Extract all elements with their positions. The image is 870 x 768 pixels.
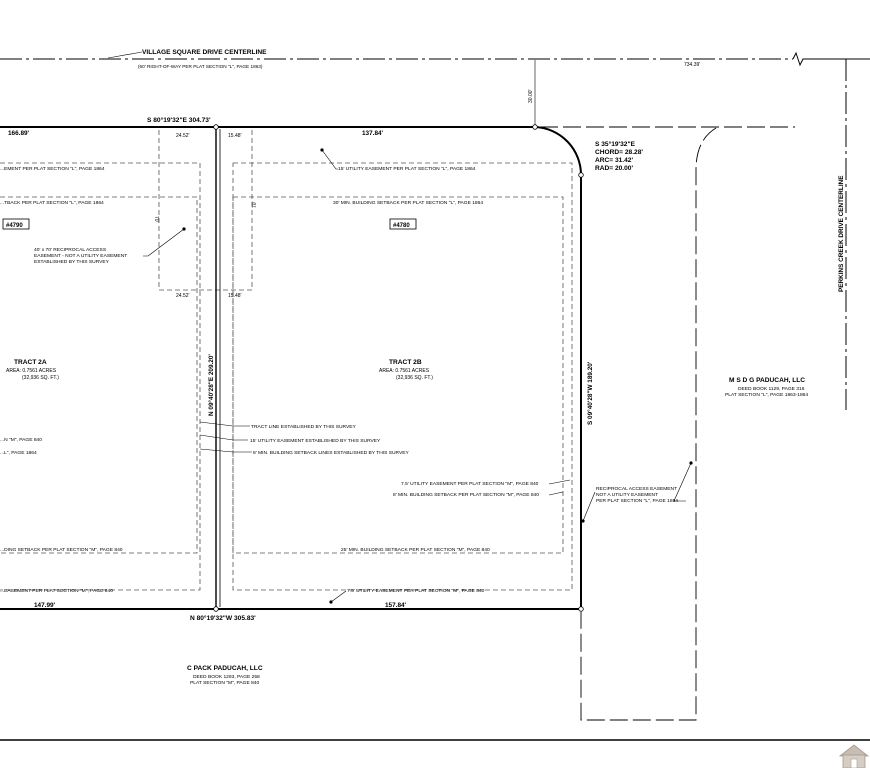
cpack-deed: DEED BOOK 1293, PAGE 258 (193, 674, 260, 680)
reciprocal-easement-note-3: PER PLAT SECTION "L", PAGE 1864 (596, 498, 678, 504)
west-l-1864-note: ...L", PAGE 1864 (0, 450, 37, 456)
west-setback-note: ...TBACK PER PLAT SECTION "L", PAGE 1864 (0, 200, 104, 206)
tract-2b-tag: #4780 (389, 218, 417, 230)
leader-line (199, 448, 252, 453)
corner-pin (213, 124, 219, 130)
leader-line (143, 228, 185, 257)
leader-line (582, 491, 596, 522)
east-setback-bottom-note: 25' MIN. BUILDING SETBACK PER PLAT SECTI… (341, 547, 490, 553)
village-square-label: VILLAGE SQUARE DRIVE CENTERLINE (142, 49, 267, 56)
east-line-bearing: S 09°40'28"W 189.20' (586, 361, 594, 425)
access-easement-note-1: 40' x 70' RECIPROCAL ACCESS (34, 247, 107, 253)
cpack-owner-name: C PACK PADUCAH, LLC (187, 665, 263, 672)
easement-width-east-bottom: 15.48' (228, 293, 242, 299)
north-distance-2b: 137.84' (362, 130, 384, 137)
east-utility-bottom-note: 7.5' UTILITY EASEMENT PER PLAT SECTION "… (347, 588, 485, 594)
tract-2b-sqft: (32,936 SQ. FT.) (396, 375, 433, 381)
north-line-bearing: S 80°19'32"E 304.73' (147, 116, 211, 124)
easement-width-east-top: 15.48' (228, 133, 242, 139)
corner-pin (578, 606, 584, 612)
leader-dot (182, 227, 186, 231)
middle-line-bearing: N 09°40'28"E 209.20' (207, 354, 215, 416)
south-distance-2b: 157.84' (385, 602, 407, 609)
east-setback-note: 30' MIN. BUILDING SETBACK PER PLAT SECTI… (333, 200, 483, 206)
curve-bearing: S 35°19'32"E (595, 140, 636, 148)
corner-pin (532, 124, 538, 130)
leader-dot (320, 148, 324, 152)
tract-2a-tag: #4790 (2, 218, 30, 230)
south-line-bearing: N 80°19'32"W 305.83' (190, 614, 256, 622)
west-m-840-note: ...N "M", PAGE 840 (0, 437, 42, 443)
corner-pin (578, 172, 584, 178)
svg-text:#4780: #4780 (393, 223, 410, 229)
leader-line (199, 421, 250, 427)
msdg-deed: DEED BOOK 1129, PAGE 316 (738, 386, 805, 392)
cpack-plat: PLAT SECTION "M", PAGE 840 (190, 680, 260, 686)
easement-height-west: 70' (153, 216, 159, 223)
village-square-drive-centerline (0, 51, 870, 67)
leader-line (199, 434, 248, 441)
curve-arc: ARC= 31.42' (595, 157, 633, 164)
leader-dot (329, 600, 333, 604)
leader-line (330, 590, 347, 603)
west-setback-bottom-note: ...DING SETBACK PER PLAT SECTION "M", PA… (0, 547, 123, 553)
setback-8-established-note: 8' MIN. BUILDING SETBACK LINES ESTABLISH… (253, 450, 409, 456)
utility-15-established-note: 15' UTILITY EASEMENT ESTABLISHED BY THIS… (250, 438, 381, 444)
leader-dot (689, 461, 693, 465)
south-distance-2a: 147.99' (34, 602, 56, 609)
leader-line (673, 462, 692, 502)
curve-radius: RAD= 20.00' (595, 165, 633, 172)
leader-line (548, 491, 564, 496)
tract-2b-name: TRACT 2B (389, 359, 422, 366)
tract-line-note: TRACT LINE ESTABLISHED BY THIS SURVEY (251, 424, 356, 430)
leader-dot (581, 519, 585, 523)
tract-2b-area: AREA: 0.7561 ACRES (379, 368, 430, 374)
house-logo-icon (838, 744, 870, 768)
curve-chord: CHORD= 28.28' (595, 149, 643, 156)
road-label-leader (107, 51, 143, 59)
village-square-row-note: (60' RIGHT-OF-WAY PER PLAT SECTION "L", … (138, 64, 263, 69)
right-of-way-line (540, 126, 795, 721)
tract-boundary (0, 126, 870, 741)
msdg-plat: PLAT SECTION "L", PAGE 1863-1864 (725, 392, 808, 398)
leader-line (548, 479, 571, 485)
msdg-owner-name: M S D G PADUCAH, LLC (729, 377, 805, 384)
reciprocal-easement-note-1: RECIPROCAL ACCESS EASEMENT (596, 486, 677, 492)
utility-75-note: 7.5' UTILITY EASEMENT PER PLAT SECTION "… (401, 481, 539, 487)
corner-pin (213, 606, 219, 612)
west-utility-easement-note: ...EMENT PER PLAT SECTION "L", PAGE 1864 (0, 166, 105, 172)
easement-width-west-top: 24.52' (176, 133, 190, 139)
easement-lines (0, 126, 573, 591)
setback-8-note: 8' MIN. BUILDING SETBACK PER PLAT SECTIO… (393, 492, 539, 498)
reciprocal-easement-note-2: NOT A UTILITY EASEMENT (596, 492, 658, 498)
leader-line (321, 149, 338, 170)
perkins-creek-label: PERKINS CREEK DRIVE CENTERLINE (838, 175, 845, 292)
distance-30: 30.00' (528, 89, 534, 103)
tract-2a-name: TRACT 2A (14, 359, 47, 366)
easement-width-west-bottom: 24.52' (176, 293, 190, 299)
distance-734: 734.39' (684, 62, 700, 68)
access-easement-note-2: EASEMENT - NOT A UTILITY EASEMENT (34, 253, 127, 259)
north-distance-2a: 166.89' (8, 130, 30, 137)
svg-text:#4790: #4790 (6, 223, 23, 229)
access-easement-note-3: ESTABLISHED BY THIS SURVEY (34, 259, 110, 265)
east-utility-easement-note: 15' UTILITY EASEMENT PER PLAT SECTION "L… (338, 166, 476, 172)
tract-2a-area: AREA: 0.7561 ACRES (6, 368, 57, 374)
west-utility-bottom-note: ...EASEMENT PER PLAT SECTION "M", PAGE 8… (0, 588, 113, 594)
tract-2a-sqft: (32,936 SQ. FT.) (22, 375, 59, 381)
easement-height-east: 70' (252, 201, 258, 208)
